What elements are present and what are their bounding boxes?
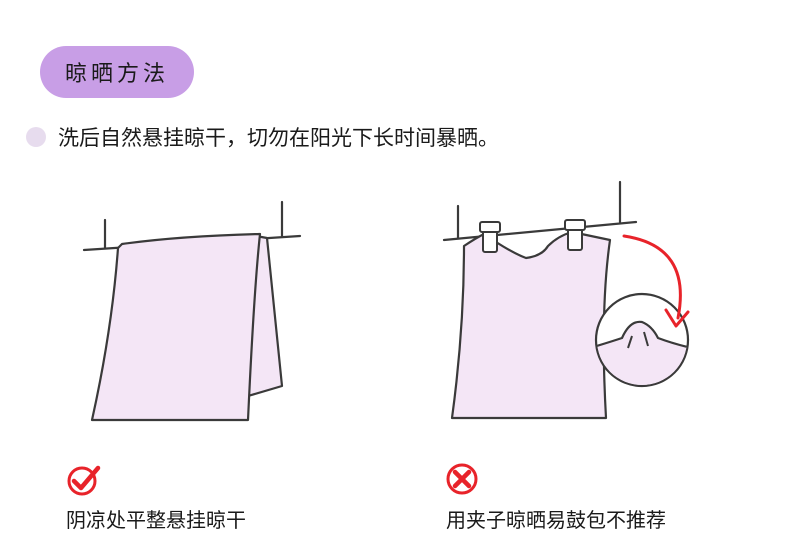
section-title: 晾晒方法 bbox=[64, 62, 169, 87]
correct-method-caption: 阴凉处平整悬挂晾干 bbox=[66, 508, 246, 532]
cross-icon bbox=[446, 463, 478, 495]
towel-hanging-flat-illustration bbox=[82, 200, 302, 422]
bullet-dot bbox=[26, 127, 46, 147]
section-title-pill: 晾晒方法 bbox=[40, 46, 194, 98]
check-icon bbox=[67, 465, 101, 496]
towel-clipped-illustration bbox=[442, 180, 690, 420]
instruction-text: 洗后自然悬挂晾干，切勿在阳光下长时间暴晒。 bbox=[58, 126, 499, 150]
incorrect-method-caption: 用夹子晾晒易鼓包不推荐 bbox=[446, 508, 666, 532]
